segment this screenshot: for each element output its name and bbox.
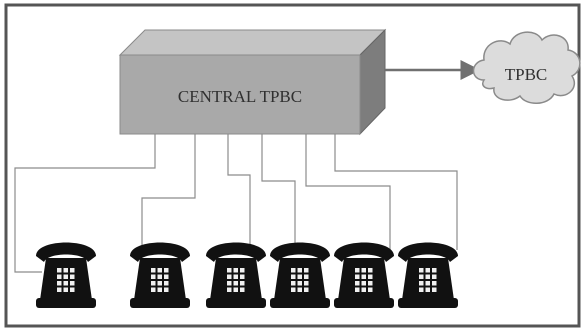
keypad [291,268,309,292]
central-box-label: CENTRAL TPBC [178,87,302,106]
phone-base [206,298,266,308]
phone-wires [14,134,458,273]
external-tpbc-cloud: TPBC [472,31,581,104]
handset [36,242,96,262]
box-top-face [118,29,387,56]
keypad [355,268,373,292]
handset [334,242,394,262]
handset [206,242,266,262]
telephone-1-icon [36,242,96,308]
phone-base [398,298,458,308]
central-tpbc-box: CENTRAL TPBC [118,28,387,136]
phone-base [270,298,330,308]
handset [398,242,458,262]
telephone-2-icon [130,242,190,308]
keypad [57,268,75,292]
telephones [36,242,458,308]
telephone-3-icon [206,242,266,308]
wire-5 [305,134,391,250]
box-front-face [119,54,361,135]
handset [270,242,330,262]
wire-6 [334,134,458,250]
cloud-label: TPBC [505,65,548,84]
handset [130,242,190,262]
telephone-4-icon [270,242,330,308]
keypad [227,268,245,292]
telephone-6-icon [398,242,458,308]
phone-base [334,298,394,308]
wire-2 [141,134,196,250]
keypad [151,268,169,292]
wire-4 [261,134,296,250]
phone-base [36,298,96,308]
phone-base [130,298,190,308]
wire-3 [227,134,251,250]
wire-1 [14,134,156,273]
telephone-5-icon [334,242,394,308]
cloud-icon [472,31,581,104]
keypad [419,268,437,292]
